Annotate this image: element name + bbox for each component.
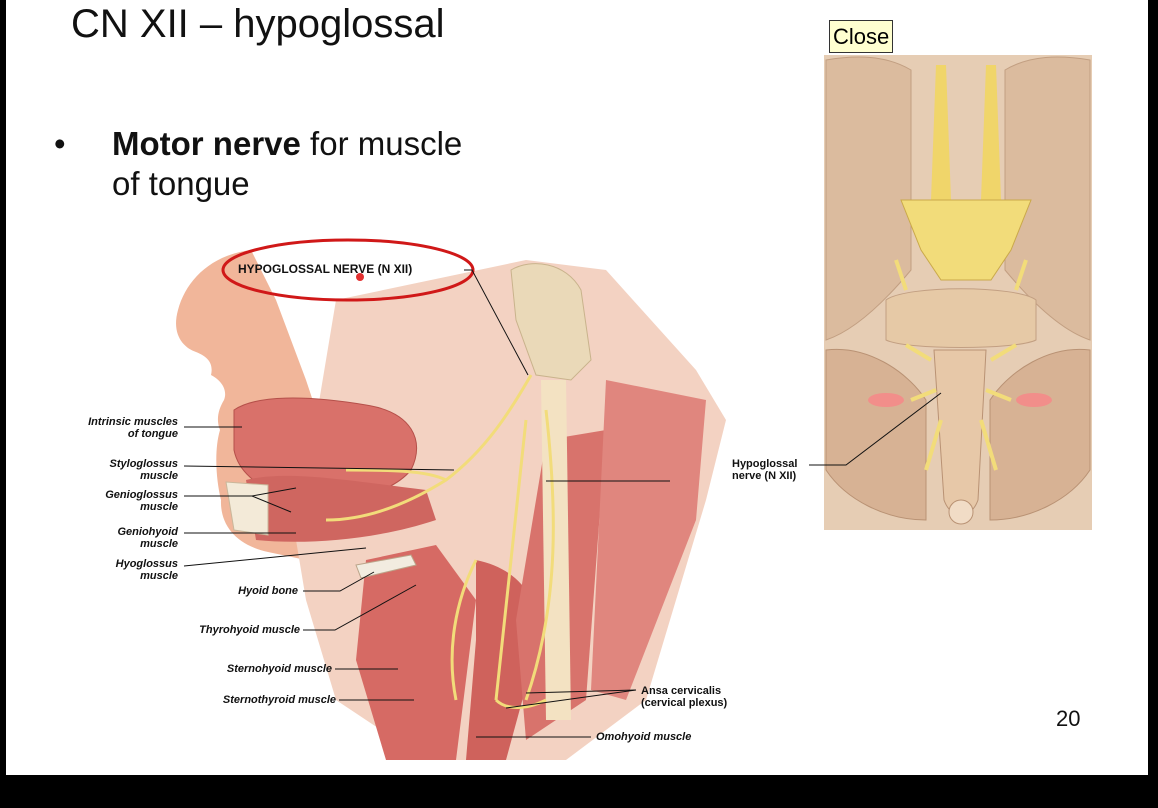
brain-leader-line	[809, 392, 942, 466]
spinal-cord-section	[948, 499, 974, 525]
label-line: Genioglossus	[105, 489, 178, 501]
label-line: of tongue	[127, 428, 178, 440]
scalene-muscles	[591, 380, 706, 700]
bullet-rest-text: for muscle	[300, 125, 463, 162]
left-flocculus	[868, 393, 904, 407]
bullet-line-2: of tongue	[112, 165, 250, 202]
label-line: Hypoglossal	[732, 458, 798, 470]
pons	[885, 288, 1037, 348]
label-line: muscle	[140, 470, 178, 482]
label-line: Geniohyoid	[117, 526, 179, 538]
label-sternothyroid: Sternothyroid muscle	[222, 694, 336, 706]
bullet-bold-text: Motor nerve	[112, 125, 301, 162]
right-flocculus	[1016, 393, 1052, 407]
left-olfactory-tract	[931, 65, 951, 200]
label-line: Intrinsic muscles	[88, 416, 178, 428]
label-line: muscle	[140, 538, 178, 550]
page-number: 20	[1056, 706, 1081, 731]
nerve-paths	[325, 374, 555, 709]
label-sternohyoid: Sternohyoid muscle	[226, 663, 332, 675]
label-line: muscle	[140, 570, 178, 582]
label-thyrohyoid: Thyrohyoid muscle	[199, 624, 300, 636]
cervical-spine	[541, 380, 571, 720]
hypoglossal-nerve-callout: HYPOGLOSSAL NERVE (N XII)	[238, 262, 413, 276]
infrahyoid-muscles	[356, 545, 476, 760]
slide: CN XII – hypoglossal • Motor nerve for m…	[6, 0, 1148, 775]
label-geniohyoid: Geniohyoid muscle	[118, 526, 179, 550]
optic-chiasm	[900, 199, 1032, 281]
floor-muscles	[246, 475, 436, 542]
label-intrinsic-muscles: Intrinsic muscles of tongue	[88, 416, 178, 440]
label-hyoglossus: Hyoglossus muscle	[116, 558, 178, 582]
brain-base-illustration	[809, 55, 1092, 530]
bullet-symbol: •	[54, 125, 66, 162]
neck-anatomy-illustration	[176, 238, 726, 760]
close-button[interactable]: Close	[829, 20, 894, 53]
label-genioglossus: Genioglossus muscle	[105, 489, 178, 513]
right-cerebellum	[989, 348, 1091, 521]
bullet-text: Motor nerve for muscle of tongue	[112, 124, 462, 204]
label-line: Styloglossus	[109, 458, 178, 470]
hyoid-bone	[355, 554, 417, 579]
callout-highlight-ring	[221, 238, 475, 302]
neck-leader-lines	[183, 269, 670, 738]
label-styloglossus: Styloglossus muscle	[110, 458, 178, 482]
cursor-dot	[356, 273, 364, 281]
label-line: muscle	[140, 501, 178, 513]
label-line: Hyoglossus	[115, 558, 178, 570]
label-hyoid-bone: Hyoid bone	[238, 585, 298, 597]
label-line: (cervical plexus)	[641, 697, 728, 709]
bullet-point: • Motor nerve for muscle of tongue	[54, 124, 462, 204]
left-frontal-lobe	[825, 56, 912, 341]
label-ansa-cervicalis: Ansa cervicalis (cervical plexus)	[641, 685, 727, 709]
label-hypoglossal-nerve-brain: Hypoglossal nerve (N XII)	[732, 458, 797, 482]
left-cerebellum	[825, 348, 927, 521]
right-frontal-lobe	[1004, 56, 1091, 341]
skull-base	[510, 263, 592, 381]
cranial-nerves	[894, 259, 1028, 471]
label-line: nerve (N XII)	[732, 470, 797, 482]
label-line: Ansa cervicalis	[641, 685, 722, 697]
label-omohyoid: Omohyoid muscle	[596, 731, 692, 743]
right-olfactory-tract	[981, 65, 1001, 200]
slide-title: CN XII – hypoglossal	[71, 2, 445, 46]
